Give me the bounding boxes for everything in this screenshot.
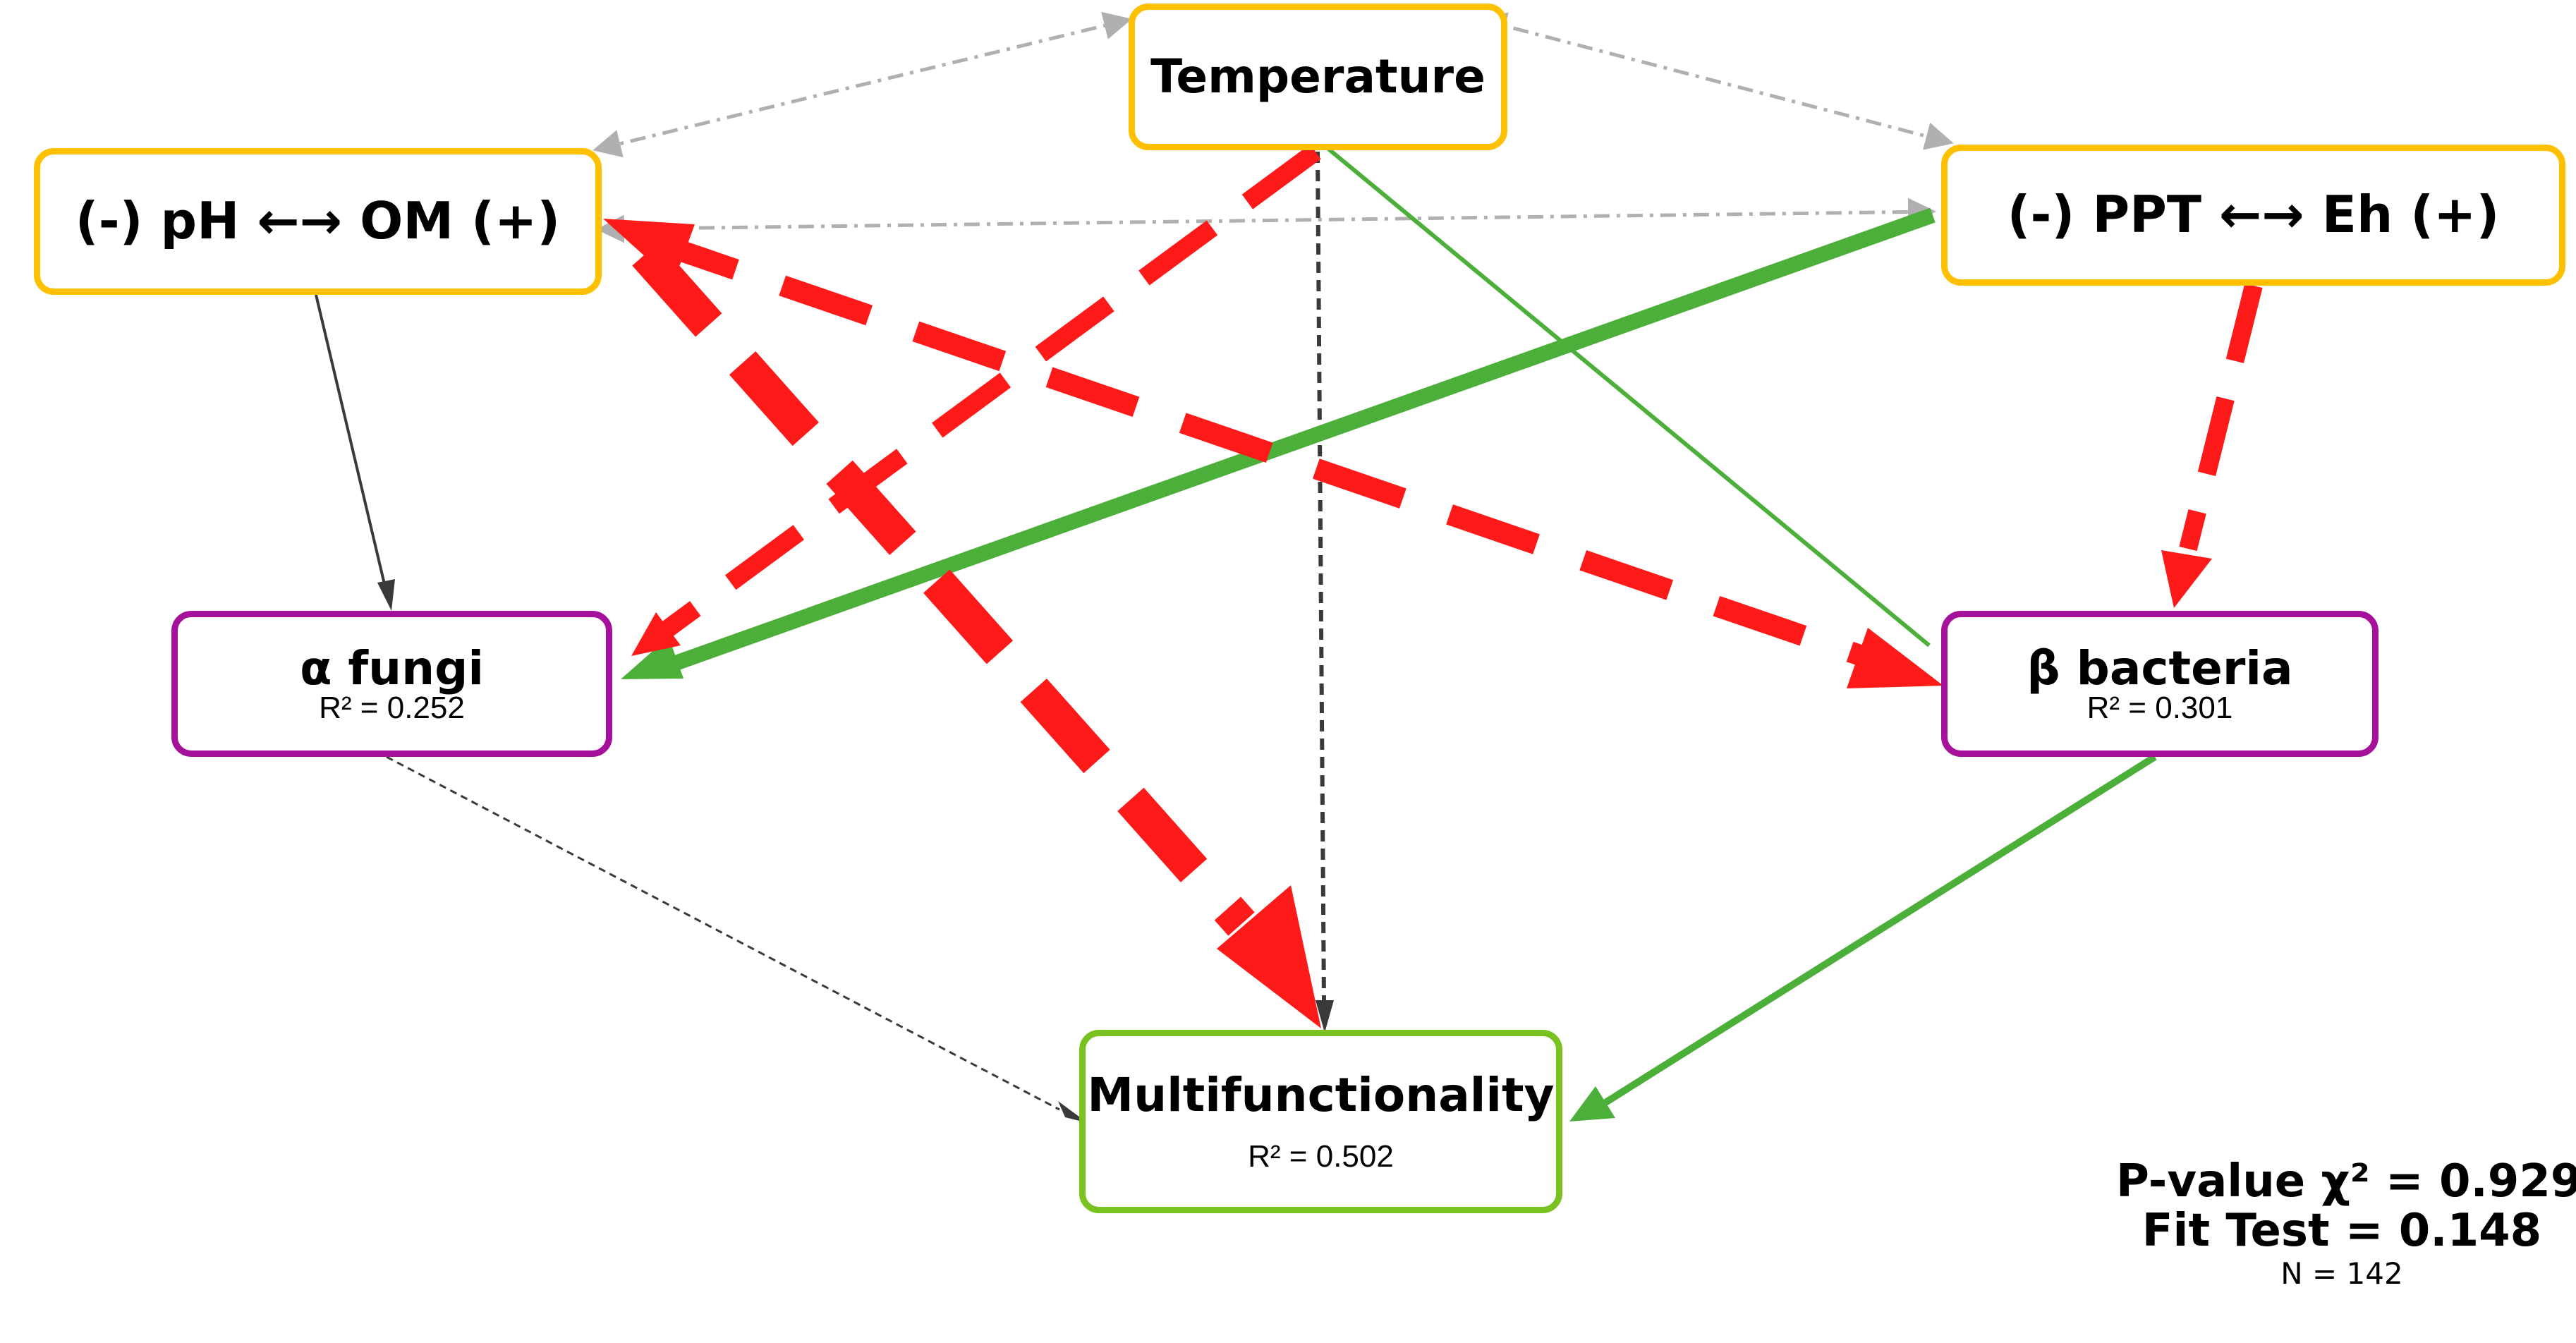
path-temperature-to-multifunctionality — [1316, 151, 1326, 1002]
node-multifunctionality: Multifunctionality R² = 0.502 — [1079, 1030, 1562, 1213]
node-ph-om-label: (-) pH ←→ OM (+) — [75, 191, 561, 251]
node-temperature-label: Temperature — [1150, 49, 1486, 104]
arrowhead-ph-om-beta-bacteria — [1847, 628, 1943, 688]
node-ph-om: (-) pH ←→ OM (+) — [34, 148, 602, 295]
path-ph-om-to-alpha-fungi — [315, 294, 386, 585]
path-alpha-fungi-to-multifunctionality — [386, 755, 1060, 1111]
node-beta-bacteria-r2: R² = 0.301 — [2086, 691, 2233, 726]
covariance-temperature-ph-om — [593, 11, 1132, 158]
path-temperature-to-alpha-fungi — [654, 144, 1321, 643]
node-multifunctionality-label: Multifunctionality — [1087, 1068, 1555, 1123]
arrowhead-temperature-multifunctionality — [1316, 1000, 1334, 1033]
path-temperature-to-beta-bacteria — [1326, 146, 1931, 648]
path-ppt-eh-to-alpha-fungi — [653, 207, 1936, 678]
node-beta-bacteria: β bacteria R² = 0.301 — [1941, 611, 2378, 757]
node-alpha-fungi-label: α fungi — [300, 640, 484, 695]
path-beta-bacteria-to-multifunctionality — [1596, 753, 2157, 1111]
arrowhead-temperature-alpha-fungi — [631, 612, 681, 656]
arrowhead-ph-om-multifunctionality — [1217, 885, 1321, 1028]
node-temperature: Temperature — [1129, 4, 1507, 150]
arrowhead-beta-bacteria-multifunctionality — [1569, 1086, 1615, 1122]
path-ph-om-to-multifunctionality — [632, 242, 1255, 936]
node-alpha-fungi: α fungi R² = 0.252 — [171, 611, 612, 757]
arrowhead-ppt-eh-beta-bacteria — [2161, 550, 2212, 608]
node-beta-bacteria-label: β bacteria — [2027, 640, 2293, 695]
fit-sample-size: N = 142 — [2280, 1256, 2403, 1291]
covariance-temperature-ppt-eh — [1478, 12, 1954, 150]
fit-test: Fit Test = 0.148 — [2141, 1205, 2542, 1258]
node-alpha-fungi-r2: R² = 0.252 — [319, 691, 465, 726]
path-ppt-eh-to-beta-bacteria — [2179, 283, 2263, 552]
covariance-ph-om-ppt-eh — [596, 198, 1936, 243]
fit-statistics: P-value χ² = 0.929 Fit Test = 0.148 N = … — [2116, 1155, 2576, 1292]
node-ppt-eh: (-) PPT ←→ Eh (+) — [1941, 145, 2565, 286]
node-multifunctionality-r2: R² = 0.502 — [1248, 1138, 1394, 1174]
node-ppt-eh-label: (-) PPT ←→ Eh (+) — [2007, 185, 2500, 245]
path-ph-om-to-beta-bacteria — [645, 229, 1866, 667]
fit-pvalue: P-value χ² = 0.929 — [2116, 1155, 2576, 1208]
arrowhead-ph-om-alpha-fungi — [377, 579, 395, 611]
